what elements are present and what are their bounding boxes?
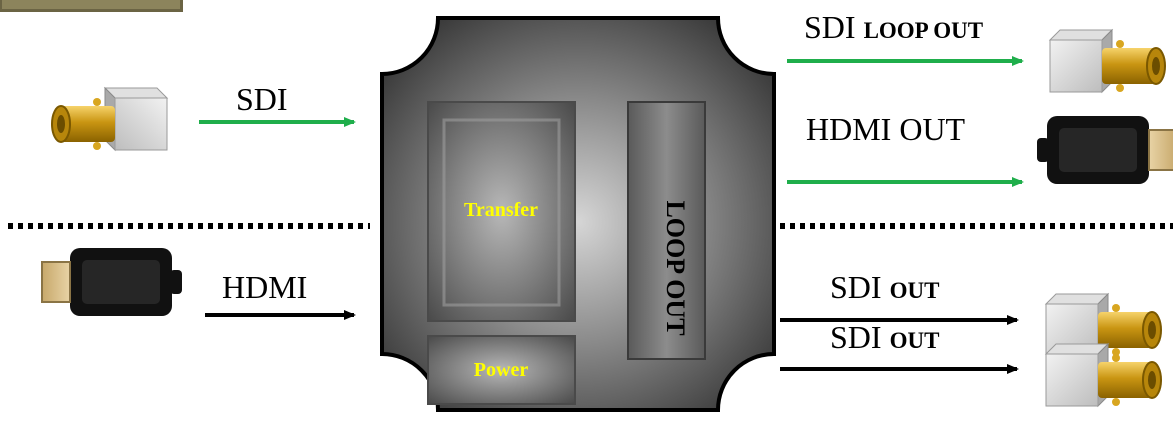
loop-out-label: LOOP OUT bbox=[661, 200, 690, 335]
sdi-loop-out-connector-icon bbox=[1049, 29, 1166, 93]
power-panel bbox=[427, 335, 576, 405]
transfer-label: Transfer bbox=[464, 199, 538, 221]
sdi-out-2-connector-icon bbox=[1045, 343, 1162, 407]
power-label: Power bbox=[474, 359, 529, 381]
loop-out-panel bbox=[627, 101, 706, 360]
hdmi-input-label: HDMI bbox=[222, 269, 307, 305]
transfer-panel bbox=[427, 101, 576, 322]
hdmi-out-connector-icon bbox=[1036, 115, 1173, 185]
hdmi-input-connector-icon bbox=[41, 247, 183, 317]
thumbnail-corner-inner bbox=[2, 0, 180, 9]
sdi-input-label: SDI bbox=[236, 81, 288, 117]
sdi-input-connector-icon bbox=[51, 87, 168, 151]
hdmi-out-label: HDMI OUT bbox=[806, 111, 966, 147]
